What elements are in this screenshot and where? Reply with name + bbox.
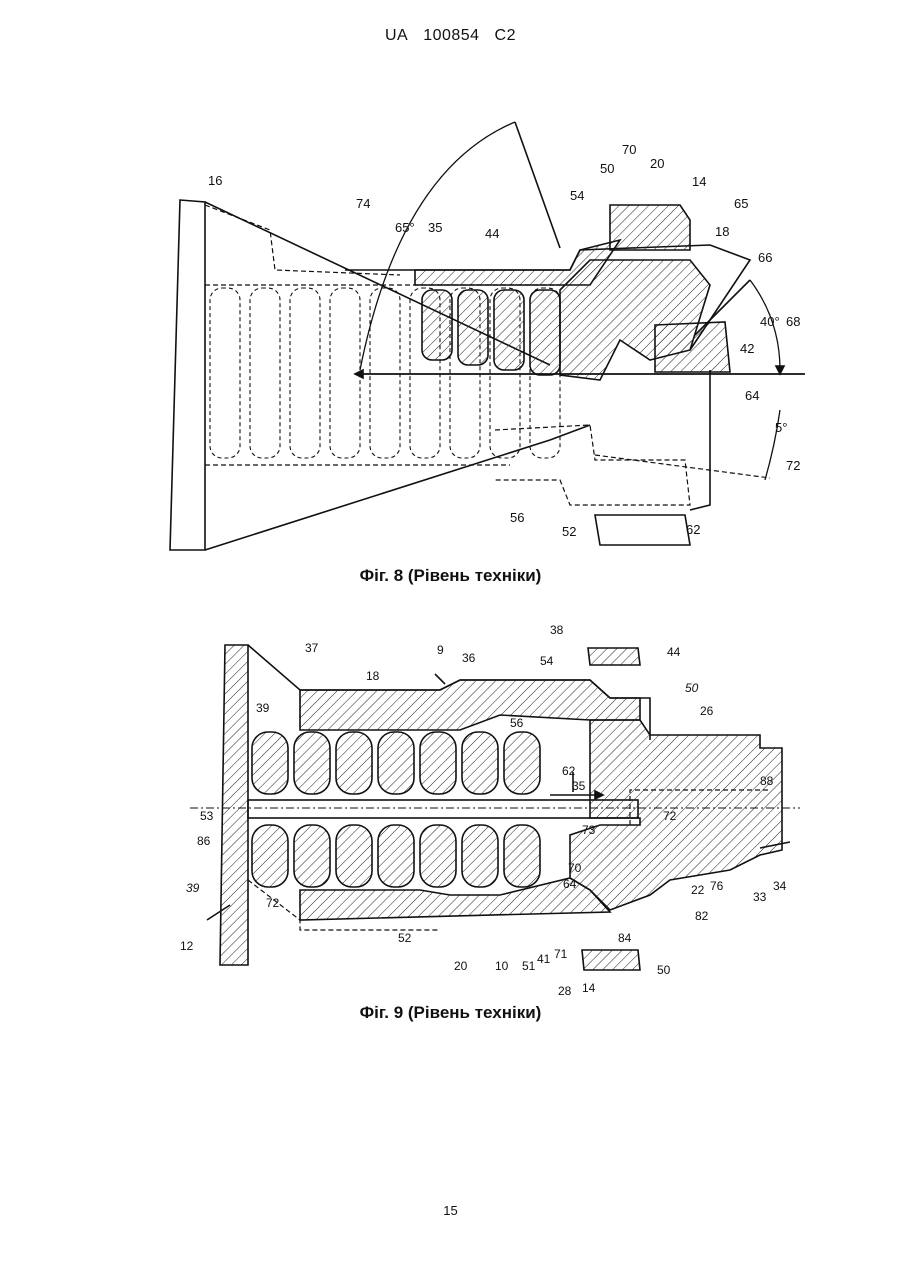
- label-41: 41: [537, 952, 551, 966]
- label-64: 64: [563, 877, 577, 891]
- angle-65: 65°: [395, 220, 415, 235]
- label-18: 18: [366, 669, 380, 683]
- shaft: [248, 800, 638, 818]
- label-14: 14: [582, 981, 596, 995]
- label-10: 10: [495, 959, 509, 973]
- figure-9-caption: Фіг. 9 (Рівень техніки): [0, 1003, 901, 1023]
- label-44: 44: [667, 645, 681, 659]
- label-88: 88: [760, 774, 774, 788]
- label-20: 20: [650, 156, 664, 171]
- label-50-bottom: 50: [657, 963, 671, 977]
- figure-9-drawing: 37 9 18 36 38 54 44 50 26 39 56 62 35 88…: [170, 620, 810, 1000]
- patent-header: UA 100854 C2: [0, 27, 901, 45]
- spring-pack: [422, 290, 560, 375]
- figure-8-drawing: 16 74 65° 35 44 54 50 70 20 14 65 18 66 …: [150, 110, 810, 560]
- figure-8: 16 74 65° 35 44 54 50 70 20 14 65 18 66 …: [150, 110, 810, 560]
- label-66: 66: [758, 250, 772, 265]
- label-72-right: 72: [663, 809, 677, 823]
- label-36: 36: [462, 651, 476, 665]
- patent-kind: C2: [495, 27, 516, 44]
- label-9: 9: [437, 643, 444, 657]
- label-44: 44: [485, 226, 499, 241]
- label-68: 68: [786, 314, 800, 329]
- label-72: 72: [786, 458, 800, 473]
- figure-9: 37 9 18 36 38 54 44 50 26 39 56 62 35 88…: [170, 620, 810, 1000]
- label-38: 38: [550, 623, 564, 637]
- label-54: 54: [570, 188, 584, 203]
- label-20: 20: [454, 959, 468, 973]
- label-84: 84: [618, 931, 632, 945]
- label-16: 16: [208, 173, 222, 188]
- label-22: 22: [691, 883, 705, 897]
- label-54: 54: [540, 654, 554, 668]
- spring-pack-upper: [252, 732, 540, 794]
- label-82: 82: [695, 909, 709, 923]
- label-74: 74: [356, 196, 370, 211]
- label-35: 35: [428, 220, 442, 235]
- flange-12: [220, 645, 248, 965]
- label-35: 35: [572, 779, 586, 793]
- label-14: 14: [692, 174, 706, 189]
- label-50: 50: [600, 161, 614, 176]
- flange-outline: [170, 200, 205, 550]
- spring-pack-lower: [252, 825, 540, 887]
- label-56: 56: [510, 510, 524, 525]
- angle-40: 40°: [760, 314, 780, 329]
- label-71: 71: [554, 947, 568, 961]
- label-28: 28: [558, 984, 572, 998]
- label-52: 52: [562, 524, 576, 539]
- label-65: 65: [734, 196, 748, 211]
- label-62: 62: [686, 522, 700, 537]
- label-72-left: 72: [266, 896, 280, 910]
- bottom-nut: [595, 515, 690, 545]
- page-number: 15: [0, 1203, 901, 1218]
- label-12: 12: [180, 939, 194, 953]
- label-56: 56: [510, 716, 524, 730]
- label-42: 42: [740, 341, 754, 356]
- label-18: 18: [715, 224, 729, 239]
- label-64: 64: [745, 388, 759, 403]
- angle-5: 5°: [775, 420, 787, 435]
- label-34: 34: [773, 879, 787, 893]
- label-70: 70: [568, 861, 582, 875]
- label-39-left: 39: [186, 881, 200, 895]
- figure-8-caption: Фіг. 8 (Рівень техніки): [0, 566, 901, 586]
- label-51: 51: [522, 959, 536, 973]
- label-62: 62: [562, 764, 576, 778]
- label-70: 70: [622, 142, 636, 157]
- label-37: 37: [305, 641, 319, 655]
- label-73: 73: [582, 823, 596, 837]
- patent-number: 100854: [423, 27, 479, 44]
- label-76: 76: [710, 879, 724, 893]
- label-50-top: 50: [685, 681, 699, 695]
- label-52: 52: [398, 931, 412, 945]
- label-26: 26: [700, 704, 714, 718]
- label-33: 33: [753, 890, 767, 904]
- label-39-top: 39: [256, 701, 270, 715]
- country-code: UA: [385, 27, 408, 44]
- label-86: 86: [197, 834, 211, 848]
- label-53: 53: [200, 809, 214, 823]
